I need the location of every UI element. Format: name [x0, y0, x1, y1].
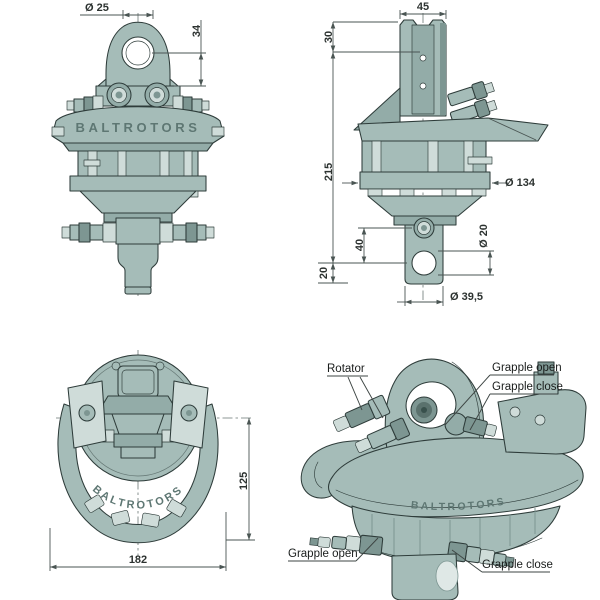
rotator-housing: [77, 150, 199, 177]
svg-text:Grapple open: Grapple open: [492, 362, 562, 374]
output-shaft-front: [117, 243, 159, 288]
callout-grapple-open-bottom: Grapple open: [288, 537, 379, 562]
svg-text:Grapple open: Grapple open: [288, 548, 358, 560]
rotator-fitting-3d: [332, 394, 391, 432]
callout-grapple-close-bottom: Grapple close: [451, 549, 553, 573]
main-flange: [359, 171, 491, 190]
rotator-fitting-3d: [354, 417, 410, 453]
dim-grapple-width: 182: [49, 512, 227, 571]
dim-pin-hole-diameter: Ø 20: [438, 224, 494, 276]
callout-grapple-close-top: Grapple close: [469, 381, 563, 431]
dim-flange-diameter: Ø 134: [342, 177, 536, 189]
svg-text:Rotator: Rotator: [327, 363, 365, 375]
dim-shaft-end-offset: 20: [318, 263, 348, 284]
grapple-teeth: [84, 494, 187, 528]
dim-grapple-depth: 125: [226, 418, 255, 541]
dim-shaft-diameter: Ø 39,5: [397, 286, 483, 306]
svg-text:215: 215: [323, 163, 335, 181]
perspective-view: BALTROTORS Rotator Grapple open Grapple …: [288, 358, 587, 600]
grapple-port-fittings: [61, 222, 215, 243]
svg-text:34: 34: [191, 24, 203, 37]
flange-3d: [327, 437, 584, 518]
svg-text:Grapple close: Grapple close: [492, 381, 563, 393]
bracket-hole: [419, 54, 427, 62]
side-view: 45 30 215 20 Ø 134 40: [318, 1, 549, 306]
svg-text:Ø 134: Ø 134: [505, 177, 536, 189]
rotator-fitting: [447, 81, 495, 107]
shackle-hole: [121, 36, 155, 70]
svg-text:Ø 20: Ø 20: [478, 224, 490, 248]
dim-body-height: 215: [318, 52, 407, 264]
dim-bracket-width: 45: [399, 1, 447, 19]
svg-text:Ø 39,5: Ø 39,5: [450, 291, 483, 303]
grapple-open-fitting-3d: [309, 534, 384, 556]
lug-top-view: [117, 365, 159, 399]
lower-flange: [69, 175, 207, 192]
svg-text:Grapple close: Grapple close: [482, 559, 553, 571]
front-view: BALTROTORS: [51, 2, 225, 296]
svg-text:Ø 25: Ø 25: [85, 2, 109, 14]
svg-text:45: 45: [417, 1, 429, 13]
svg-text:30: 30: [323, 31, 335, 43]
brand-front: BALTROTORS: [75, 120, 200, 135]
dim-pin-hole-offset: 40: [354, 227, 412, 263]
svg-text:182: 182: [129, 554, 147, 566]
svg-text:125: 125: [238, 472, 250, 490]
pin-hole: [411, 250, 437, 276]
upper-side-fittings: [66, 95, 210, 115]
svg-text:20: 20: [318, 267, 330, 279]
bottom-view: BALTROTORS 125 182: [49, 350, 255, 571]
dim-shackle-hole-offset: 34: [152, 20, 206, 87]
svg-text:40: 40: [354, 239, 366, 251]
right-port: [444, 412, 468, 436]
dim-bracket-hole-offset: 30: [323, 21, 420, 53]
callout-rotator: Rotator: [327, 363, 384, 419]
dim-shackle-hole-diameter: Ø 25: [80, 2, 154, 19]
shaft-hole-3d: [435, 560, 459, 592]
bracket-hole: [419, 82, 427, 90]
right-fitting-3d: [462, 416, 497, 437]
callout-grapple-open-top: Grapple open: [444, 362, 562, 426]
